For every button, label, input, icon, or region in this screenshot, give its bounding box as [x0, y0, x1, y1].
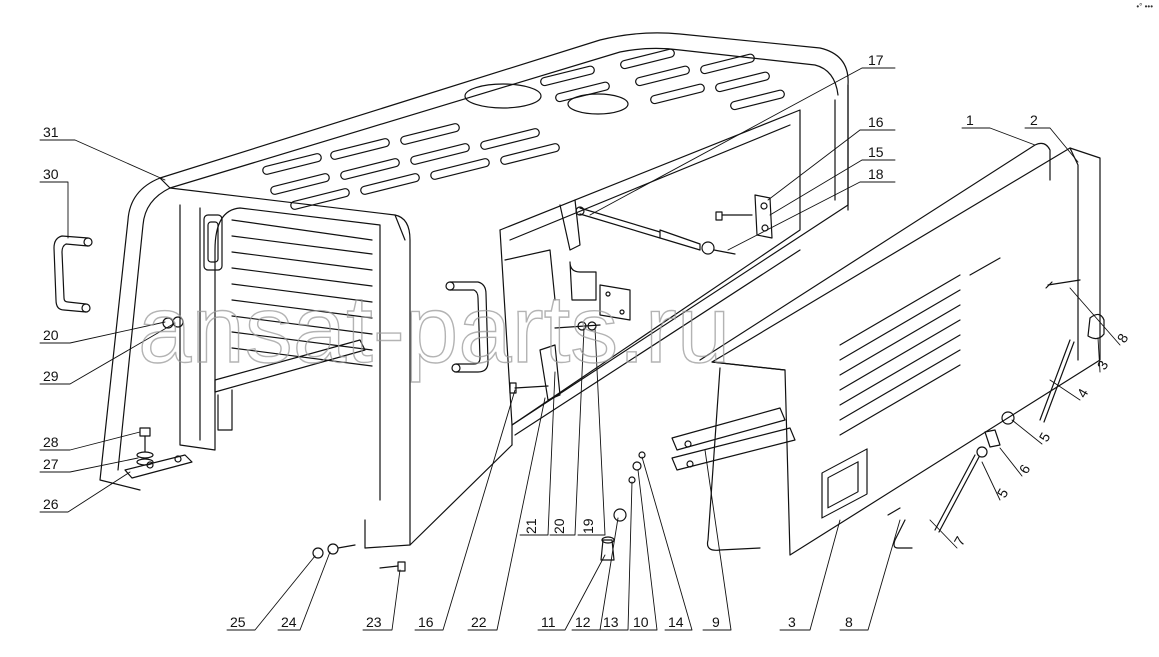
callout-6: 6	[1016, 461, 1034, 476]
callout-25: 25	[230, 614, 246, 630]
callout-15: 15	[868, 144, 884, 160]
callout-27: 27	[43, 456, 59, 472]
side-door-panel	[699, 142, 1101, 556]
callout-24: 24	[281, 614, 297, 630]
handles	[53, 235, 489, 373]
callout-16a: 16	[418, 614, 434, 630]
callout-10: 10	[633, 614, 649, 630]
callout-11: 11	[541, 614, 556, 630]
callout-5b: 5	[1036, 429, 1054, 444]
callout-3a: 3	[788, 614, 796, 630]
callout-4: 4	[1074, 385, 1092, 400]
hood-body	[99, 32, 849, 549]
hinge-straps	[671, 407, 796, 471]
callout-8a: 8	[845, 614, 853, 630]
callout-29: 29	[43, 368, 59, 384]
bracket-top-right	[715, 194, 773, 239]
callout-26: 26	[43, 496, 59, 512]
callout-19: 19	[580, 518, 596, 534]
callout-9: 9	[712, 614, 720, 630]
callout-3b: 3	[1094, 357, 1112, 372]
callout-28: 28	[43, 434, 59, 450]
callout-7: 7	[951, 533, 969, 548]
watermark-text: ansat-parts.ru	[138, 276, 730, 383]
callout-12: 12	[575, 614, 591, 630]
center-latch	[509, 261, 631, 401]
left-hardware	[124, 316, 193, 479]
front-grille	[203, 214, 373, 431]
callout-labels: 31 30 20 29 28 27 26 25 24 23 16 22 21 2…	[43, 52, 1131, 630]
callout-21: 21	[523, 518, 539, 534]
callout-30: 30	[43, 166, 59, 182]
callout-5a: 5	[994, 485, 1012, 500]
bottom-hardware	[312, 451, 646, 572]
right-hardware	[887, 279, 1105, 549]
corner-mark: •° •••	[1136, 2, 1153, 11]
callout-2: 2	[1030, 112, 1038, 128]
callout-14: 14	[668, 614, 684, 630]
callout-22: 22	[471, 614, 487, 630]
callout-23: 23	[366, 614, 382, 630]
callout-8b: 8	[1114, 330, 1132, 345]
callout-13: 13	[603, 614, 619, 630]
callout-31: 31	[43, 124, 59, 140]
leader-lines	[39, 67, 1121, 631]
gas-strut	[575, 206, 736, 255]
callout-16b: 16	[868, 114, 884, 130]
top-vent-slots	[262, 48, 785, 210]
callout-17: 17	[868, 52, 884, 68]
callout-20b: 20	[551, 518, 567, 534]
callout-18: 18	[868, 166, 884, 182]
callout-1: 1	[966, 112, 974, 128]
callout-20a: 20	[43, 327, 59, 343]
